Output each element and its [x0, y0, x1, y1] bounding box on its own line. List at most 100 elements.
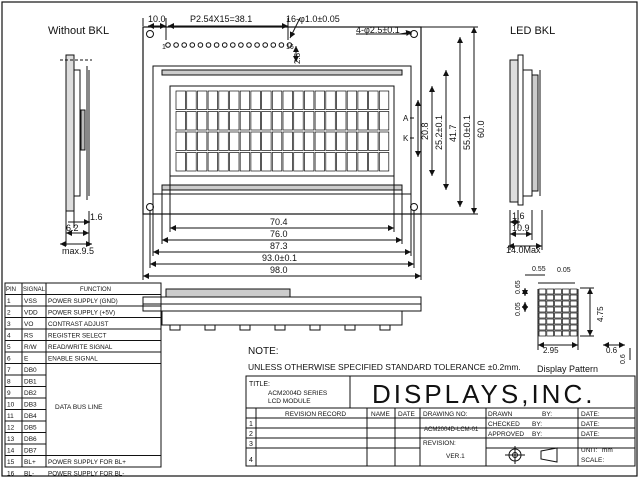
pin-function: POWER SUPPLY FOR BL+ [48, 459, 126, 466]
character-cell [175, 90, 186, 110]
viewing-area [169, 85, 395, 177]
pattern-caption: Display Pattern [537, 364, 598, 374]
character-cell [293, 131, 304, 151]
pattern-dim-005a: 0.05 [557, 267, 571, 274]
pattern-dot [562, 306, 570, 313]
pattern-dim-295: 2.95 [543, 346, 559, 355]
pattern-dot [569, 294, 578, 301]
pin-label-first: 1 [162, 44, 166, 51]
character-cell [186, 152, 197, 172]
character-cell [261, 90, 272, 110]
pattern-dot [569, 330, 578, 337]
pin-function: POWER SUPPLY (+5V) [48, 310, 115, 317]
pattern-dim-06b: 0.6 [620, 354, 627, 364]
drawn-date: DATE: [581, 411, 600, 418]
character-cell [207, 131, 218, 151]
pin-signal: DB5 [24, 425, 37, 432]
pattern-dot [569, 306, 578, 313]
character-cell [250, 131, 261, 151]
character-cell [293, 90, 304, 110]
pattern-dot [554, 306, 562, 313]
pattern-dot [562, 288, 570, 295]
pattern-dot [538, 324, 547, 331]
character-grid [175, 90, 390, 172]
rev-number-4: 4 [249, 457, 253, 464]
display-pattern: 0.55 0.05 0.65 0.05 4.75 2.95 0.6 0.6 Di… [515, 266, 631, 374]
side-right-dim-3: 14.0Max [506, 245, 541, 255]
pattern-dim-055: 0.55 [532, 266, 546, 273]
character-cell [186, 131, 197, 151]
pin-hole-icon [238, 42, 244, 48]
character-cell [197, 131, 208, 151]
pin-hole-icon [221, 42, 228, 48]
character-cell [186, 90, 197, 110]
pattern-dot [569, 288, 578, 295]
company-name: DISPLAYS,INC. [372, 379, 595, 409]
side-left-dim-2: 6.2 [66, 223, 79, 233]
edge-tab [309, 324, 321, 331]
character-cell [207, 111, 218, 131]
pattern-dot [569, 312, 578, 319]
pin-signal: VO [24, 321, 33, 328]
character-cell [336, 90, 347, 110]
pin-number: 16 [7, 471, 15, 478]
dim-v-5: 60.0 [476, 120, 486, 138]
pin-number: 1 [7, 298, 11, 305]
title-label: TITLE: [249, 381, 270, 388]
character-cell [368, 90, 379, 110]
rev-header-name: NAME [371, 411, 390, 418]
pin-signal: DB3 [24, 402, 37, 409]
character-cell [304, 90, 315, 110]
note-text: UNLESS OTHERWISE SPECIFIED STANDARD TOLE… [248, 362, 521, 372]
character-cell [336, 131, 347, 151]
dim-v-4: 55.0±0.1 [462, 115, 472, 150]
pattern-dot [538, 300, 547, 307]
pattern-dot [538, 294, 547, 301]
revision-label: REVISION: [423, 440, 456, 447]
front-view: 1 16 A K [142, 26, 422, 215]
side-right-dim-1: 1.6 [512, 211, 525, 221]
pin-signal: DB6 [24, 436, 37, 443]
side-right-dim-2: 10.9 [512, 223, 530, 233]
pin-number: 6 [7, 356, 11, 363]
drawn-by: BY: [542, 411, 552, 418]
pin-number: 12 [7, 425, 15, 432]
character-cell [325, 90, 336, 110]
pattern-dot [546, 294, 554, 301]
pin-signal: VDD [24, 310, 38, 317]
pin-hole-icon [189, 42, 196, 48]
dim-h-4: 93.0±0.1 [262, 253, 297, 263]
dim-h-2: 76.0 [270, 229, 288, 239]
character-cell [261, 131, 272, 151]
pattern-dot [562, 300, 570, 307]
pin-signal: R/W [24, 344, 38, 351]
pattern-dot [546, 324, 554, 331]
mount-hole-icon [146, 30, 154, 38]
character-cell [250, 111, 261, 131]
pin-signal: BL- [24, 471, 34, 478]
checked-label: CHECKED [488, 421, 520, 428]
dim-pin-hole: 16-φ1.0±0.05 [286, 14, 340, 24]
pin-hole-icon [254, 42, 260, 48]
character-cell [346, 90, 358, 110]
projection-symbol-icon [505, 446, 558, 464]
character-cell [207, 90, 218, 110]
character-cell [378, 131, 390, 151]
pin-signal: DB0 [24, 367, 37, 374]
pattern-dot [569, 324, 578, 331]
character-cell [282, 131, 293, 151]
character-cell [250, 152, 261, 172]
pattern-dot [554, 300, 562, 307]
view-label-without-bkl: Without BKL [48, 25, 109, 37]
pattern-dot [546, 300, 554, 307]
character-cell [346, 131, 358, 151]
character-cell [271, 152, 283, 172]
character-cell [271, 131, 283, 151]
pin-signal: BL+ [24, 459, 36, 466]
pattern-dot [562, 312, 570, 319]
pin-hole-icon [197, 42, 204, 48]
pin-header [165, 42, 293, 48]
pin-function: POWER SUPPLY (GND) [48, 298, 118, 305]
pin-number: 5 [7, 344, 11, 351]
